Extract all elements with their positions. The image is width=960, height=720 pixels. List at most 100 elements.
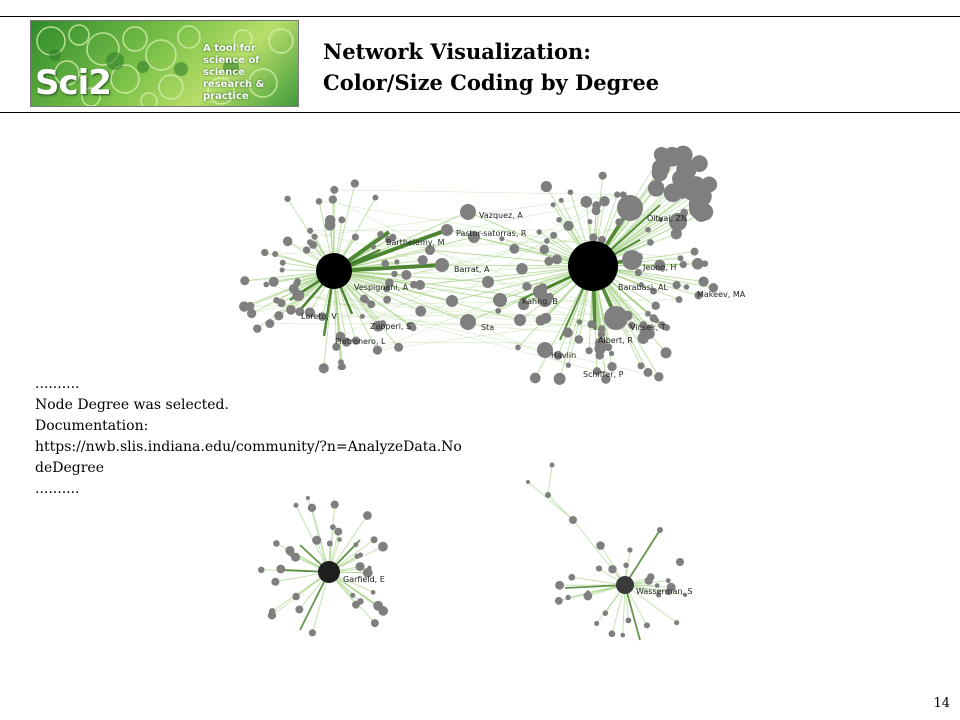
graph-node [370,589,376,595]
graph-node-labels: Vazquez, A Pastor-satorras, R Barthelemy… [301,211,746,596]
graph-edge [310,229,649,232]
graph-node [598,235,606,244]
graph-node [604,306,628,330]
graph-node [658,217,664,223]
graph-node [293,289,305,301]
graph-edge [269,323,644,326]
graph-node [594,342,606,355]
graph-node [580,196,593,208]
graph-node [246,308,257,319]
graph-edge [420,310,645,333]
graph-node [509,243,520,254]
graph-edge [624,529,661,586]
graph-edge [373,200,605,248]
graph-node [370,619,379,628]
graph-edge [346,341,601,344]
graph-node [634,268,643,277]
graph-node [272,251,279,258]
graph-node [446,295,458,307]
graph-edge [296,292,659,378]
graph-node [597,330,606,338]
graph-node [657,527,663,533]
graph-node [653,317,660,324]
node-label-schiffer: Schiffer, P [583,370,624,379]
graph-edge [333,236,475,272]
graph-node [553,372,566,385]
graph-node [545,492,551,498]
graph-edge [333,270,546,301]
slide-title: Network Visualization: Color/Size Coding… [323,36,659,98]
banner-tagline-line: research & practice [203,79,265,102]
graph-node [372,194,379,201]
graph-node [596,541,605,550]
graph-node [665,588,672,596]
graph-node [389,233,397,242]
node-label-barthelemy: Barthelemy, M [386,238,445,247]
graph-node [378,606,389,616]
graph-edge [271,571,330,612]
graph-node [529,372,541,384]
graph-node [394,259,400,265]
graph-edge [624,584,677,624]
graph-node [661,324,668,331]
graph-edge [333,263,443,273]
graph-node [482,276,494,288]
graph-node [615,218,624,226]
graph-node [312,535,322,545]
graph-node [417,255,428,266]
graph-node [625,617,632,624]
node-label-pastor-satorras: Pastor-satorras, R [456,229,527,238]
graph-node [653,146,670,163]
graph-node [279,267,285,273]
graph-node [526,480,530,484]
graph-node [683,592,688,598]
graph-edge [333,270,469,323]
graph-edge [547,464,553,496]
graph-node [671,170,690,188]
graph-node [701,260,709,268]
graph-node [535,315,547,326]
node-label-barrat: Barrat, A [454,265,490,274]
node-label-wasserman: Wasserman, S [636,587,693,596]
graph-node [614,191,621,198]
graph-node [608,565,617,574]
graph-edge [309,312,568,334]
graph-node [282,236,293,247]
graph-node [599,196,610,207]
graph-node [339,363,346,371]
graph-node [268,276,279,287]
graph-node [675,296,683,304]
graph-edge [328,515,368,573]
graph-edge [564,584,626,589]
graph-node [568,573,576,581]
graph-node [540,181,552,193]
node-label-albert: Albert, R [598,336,633,345]
graph-node [563,220,574,232]
graph-node [555,580,564,590]
graph-node [308,629,317,637]
graph-node [394,342,404,352]
graph-node [646,324,653,330]
graph-node [383,285,391,293]
hub-node-garfield [318,561,340,583]
sci2-banner-image: Sci2 A tool for science of science resea… [30,20,299,107]
graph-node [595,565,603,572]
graph-node [673,146,689,162]
graph-node [274,311,284,321]
node-label-sta: Sta [481,323,494,332]
graph-node [674,620,680,626]
graph-node [351,336,361,345]
graph-node [276,564,286,574]
graph-node [253,324,262,333]
graph-node [337,537,342,542]
graph-edge [244,268,522,282]
graph-node [583,591,593,601]
graph-node [654,372,664,382]
node-label-barabasi: Barabasi, AL [618,283,669,292]
graph-node [665,578,671,584]
graph-edge [251,248,515,314]
graph-edge [334,189,618,195]
graph-node [330,500,339,509]
graph-node [460,204,476,220]
